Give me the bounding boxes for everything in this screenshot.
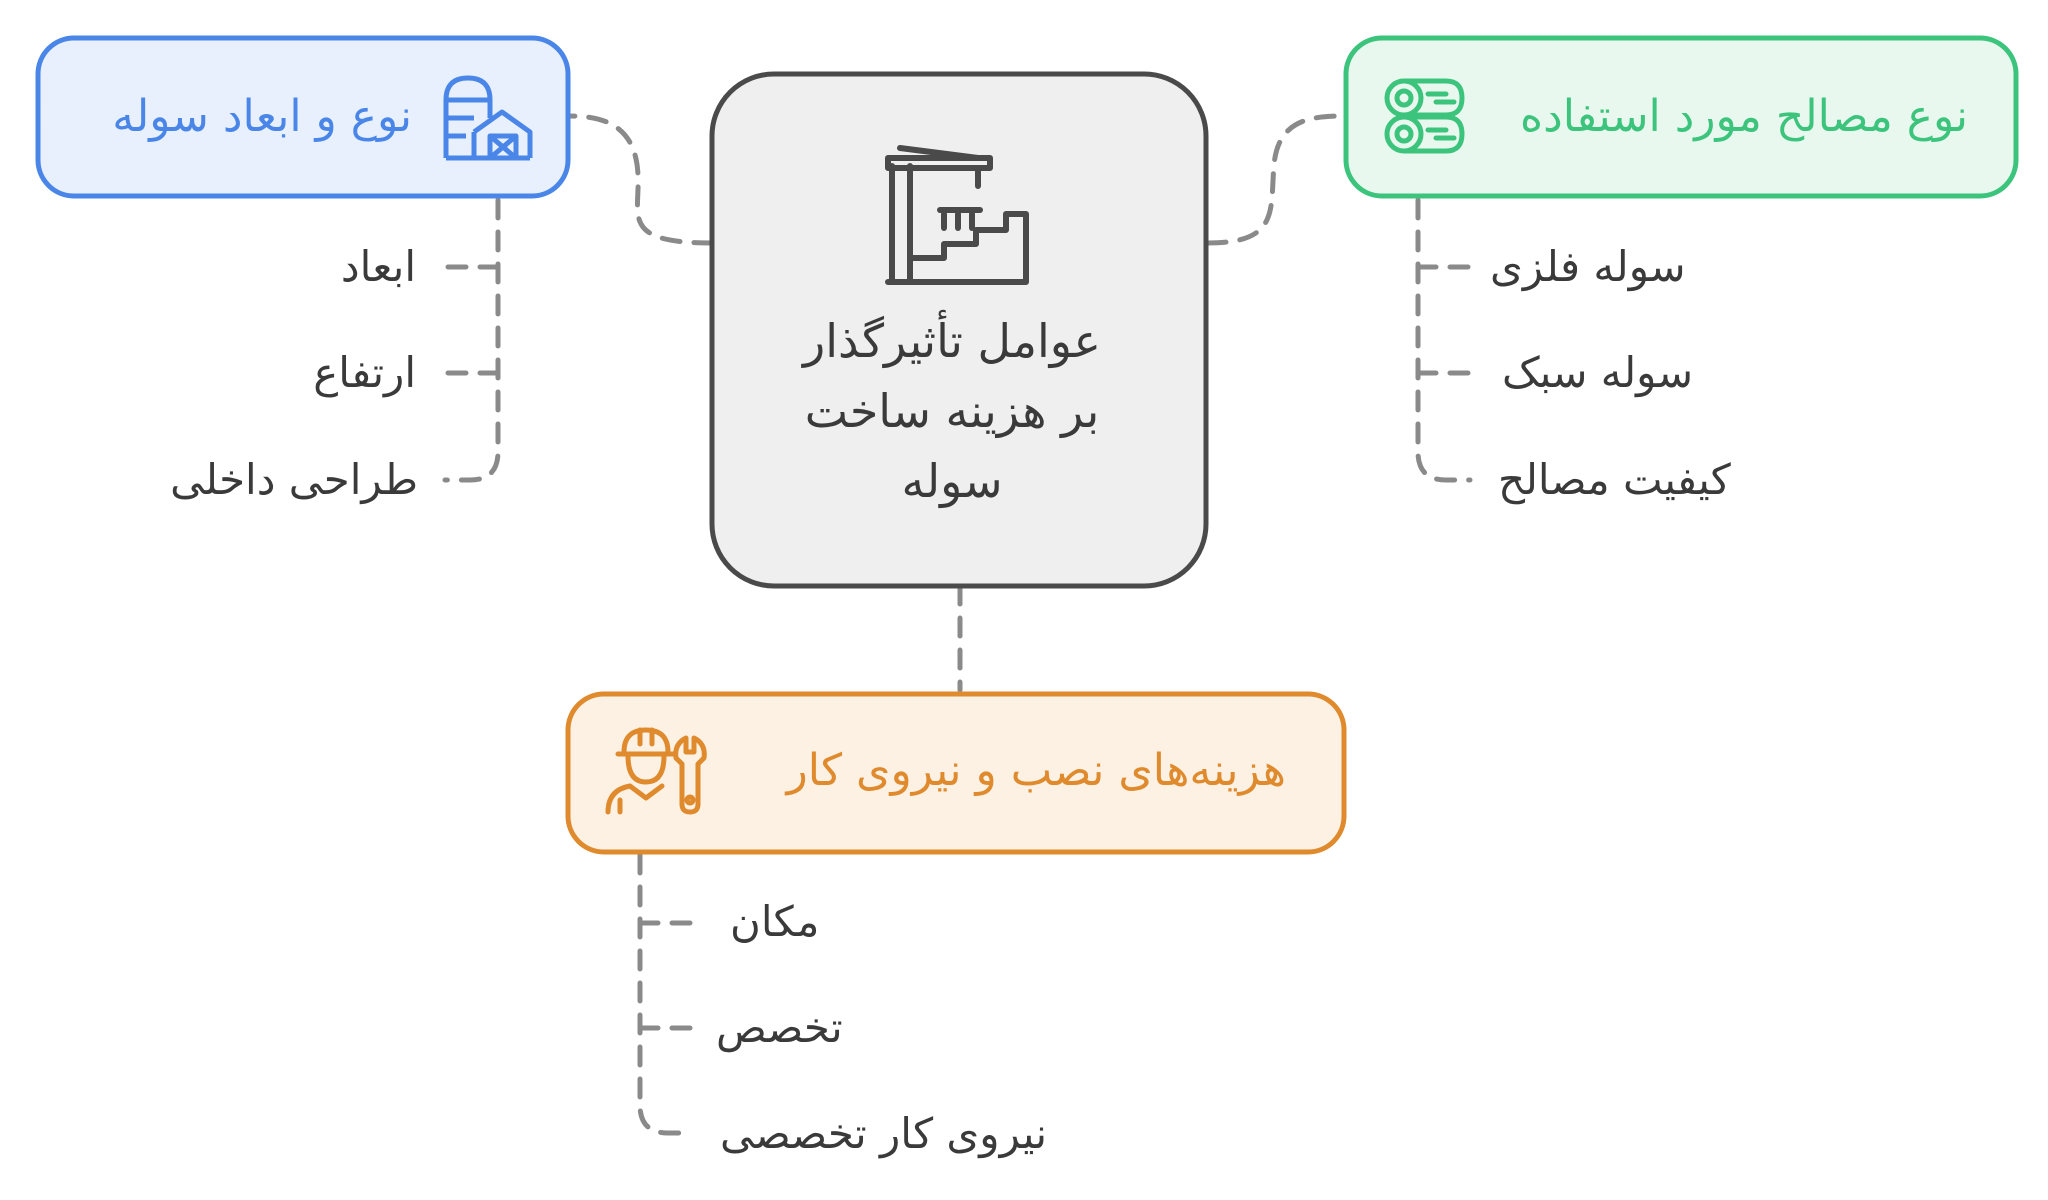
bottom-branch-title: هزینه‌های نصب و نیروی کار [786,745,1286,796]
center-node [709,71,1209,589]
crane-building-icon [885,145,1029,285]
left-tree-trunk [442,197,501,483]
bottom-item-expertise: تخصص [716,1003,843,1052]
connector-center-left [567,113,715,246]
left-item-height: ارتفاع [313,348,416,397]
left-item-interior-design: طراحی داخلی [170,455,418,504]
right-item-light-hall: سوله سبک [1502,348,1694,397]
left-item-dimensions: ابعاد [340,242,416,291]
right-branch-node [1343,35,2019,199]
bottom-item-skilled-labor: نیروی کار تخصصی [720,1109,1048,1158]
right-branch-title: نوع مصالح مورد استفاده [1520,91,1968,142]
center-title: عوامل تأثیرگذار بر هزینه ساخت سوله [802,314,1101,508]
left-branch-title: نوع و ابعاد سوله [112,91,412,142]
lumber-logs-icon [1384,78,1465,154]
bottom-item-location: مکان [730,897,820,946]
worker-wrench-icon [605,727,707,815]
connector-center-right [1205,113,1347,246]
left-branch-node [35,35,571,199]
right-item-steel-hall: سوله فلزی [1490,242,1686,291]
bottom-tree-trunk [637,852,693,1136]
bottom-branch-node [565,691,1347,855]
right-tree-trunk [1415,197,1473,483]
barn-silo-icon [443,75,533,161]
right-item-material-quality: کیفیت مصالح [1498,455,1731,504]
connectors [442,113,1473,1136]
